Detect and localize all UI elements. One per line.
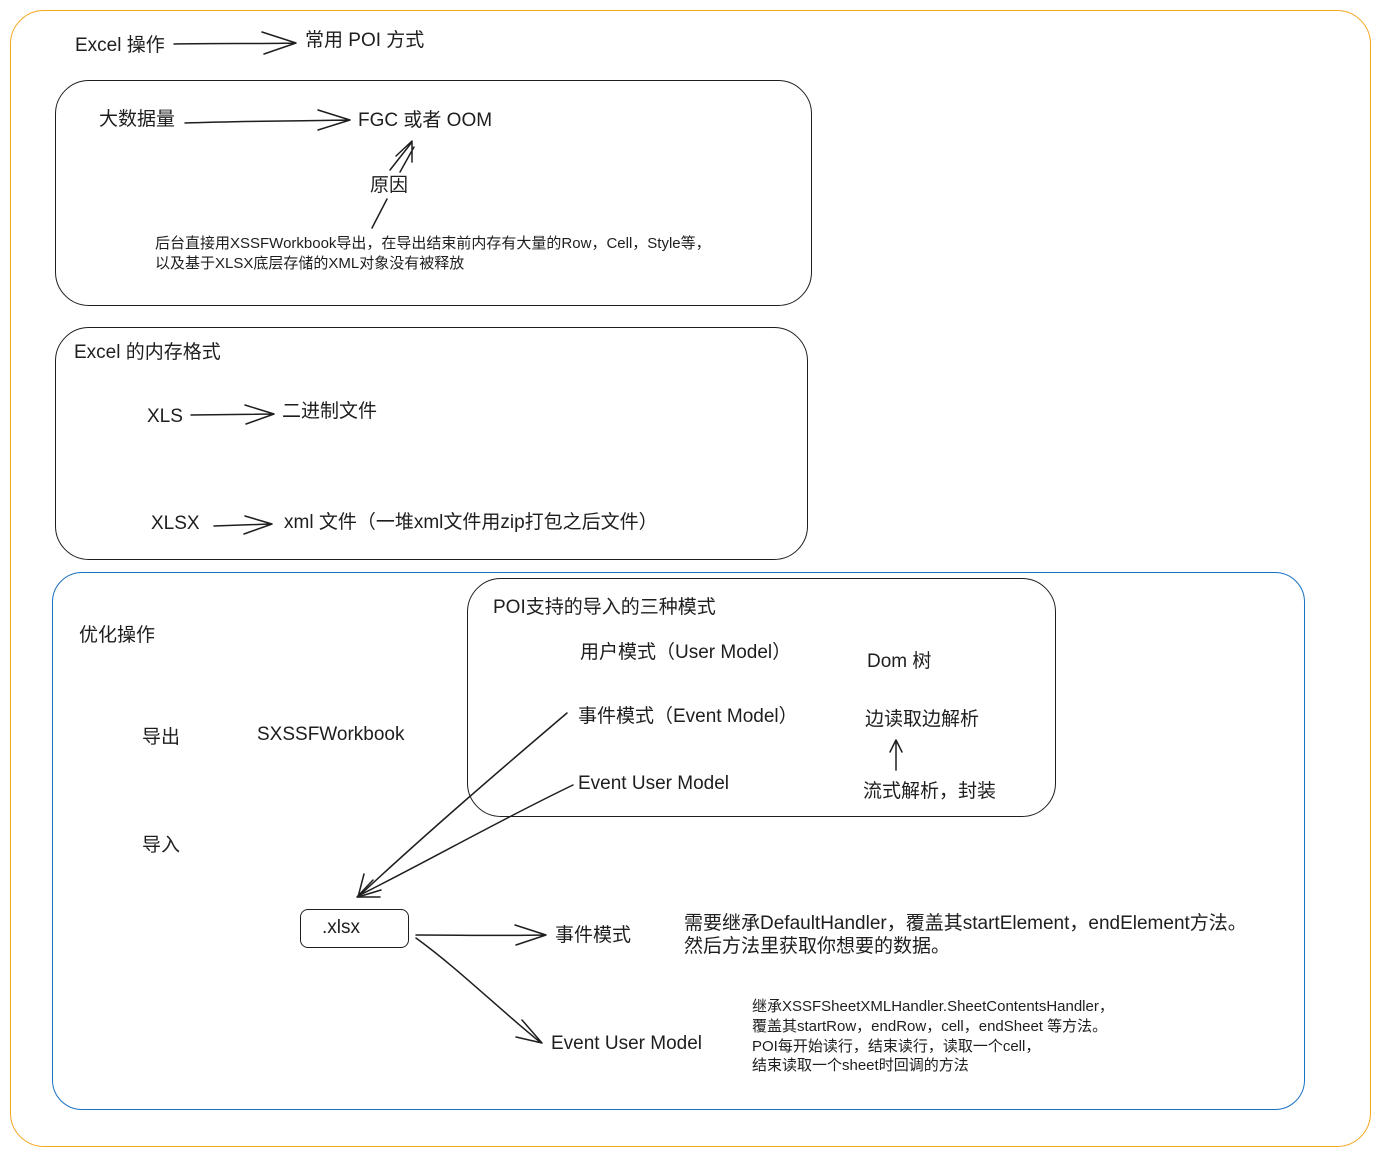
excel-ops-label: Excel 操作 — [75, 35, 165, 56]
eum-desc-line4: 结束读取一个sheet时回调的方法 — [752, 1057, 969, 1074]
event-mode-label: 事件模式 — [555, 925, 632, 946]
memory-format-box — [55, 327, 808, 560]
arrow-bigdata-to-fgc — [184, 109, 351, 131]
arrow-read-parse-up — [889, 739, 903, 771]
big-data-box — [55, 80, 812, 306]
reason-desc-line1: 后台直接用XSSFWorkbook导出，在导出结束前内存有大量的Row，Cell… — [155, 235, 711, 252]
optimize-box — [52, 572, 1305, 1110]
big-data-label: 大数据量 — [99, 109, 176, 130]
event-user-model-label: Event User Model — [551, 1033, 703, 1054]
user-model-label: 用户模式（User Model） — [580, 642, 792, 663]
arrow-xlsx-to-event-user-model — [415, 937, 543, 1044]
xlsx-node-label: .xlsx — [322, 917, 360, 938]
reason-label: 原因 — [370, 175, 409, 196]
arrow-excel-to-poi — [173, 31, 297, 55]
xlsx-desc: xml 文件（一堆xml文件用zip打包之后文件） — [284, 512, 658, 533]
poi-event-user-model-label: Event User Model — [578, 773, 730, 794]
optimize-title: 优化操作 — [79, 625, 156, 646]
eum-desc-line3: POI每开始读行，结束读行，读取一个cell， — [752, 1038, 1041, 1055]
export-tool-label: SXSSFWorkbook — [257, 724, 405, 745]
poi-modes-box — [467, 578, 1056, 817]
arrow-xlsx-to-event-mode — [415, 924, 547, 946]
eum-desc-line2: 覆盖其startRow，endRow，cell，endSheet 等方法。 — [752, 1018, 1108, 1035]
xlsx-node-box — [300, 909, 409, 948]
eum-desc-line1: 继承XSSFSheetXMLHandler.SheetContentsHandl… — [752, 998, 1114, 1015]
arrow-xls — [190, 404, 275, 425]
import-label: 导入 — [142, 835, 181, 856]
common-poi-label: 常用 POI 方式 — [305, 30, 425, 51]
xlsx-label: XLSX — [151, 513, 200, 534]
line-desc-to-reason — [371, 198, 388, 229]
outer-frame — [10, 10, 1371, 1147]
dom-tree-label: Dom 树 — [867, 651, 932, 672]
stream-parse-label: 流式解析，封装 — [863, 781, 997, 802]
fgc-oom-label: FGC 或者 OOM — [358, 110, 493, 131]
arrow-xlsx — [213, 515, 273, 535]
event-mode-desc-line1: 需要继承DefaultHandler，覆盖其startElement，endEl… — [684, 913, 1247, 934]
arrow-event-user-model-to-xlsx — [356, 784, 574, 898]
arrow-reason-to-fgc — [389, 140, 415, 173]
xls-label: XLS — [147, 406, 183, 427]
poi-modes-title: POI支持的导入的三种模式 — [493, 597, 716, 618]
memory-format-title: Excel 的内存格式 — [74, 342, 221, 363]
event-model-label: 事件模式（Event Model） — [578, 706, 798, 727]
read-parse-label: 边读取边解析 — [865, 709, 980, 730]
export-label: 导出 — [142, 727, 181, 748]
reason-desc-line2: 以及基于XLSX底层存储的XML对象没有被释放 — [155, 255, 465, 272]
xls-desc: 二进制文件 — [282, 401, 378, 422]
event-mode-desc-line2: 然后方法里获取你想要的数据。 — [684, 936, 951, 957]
